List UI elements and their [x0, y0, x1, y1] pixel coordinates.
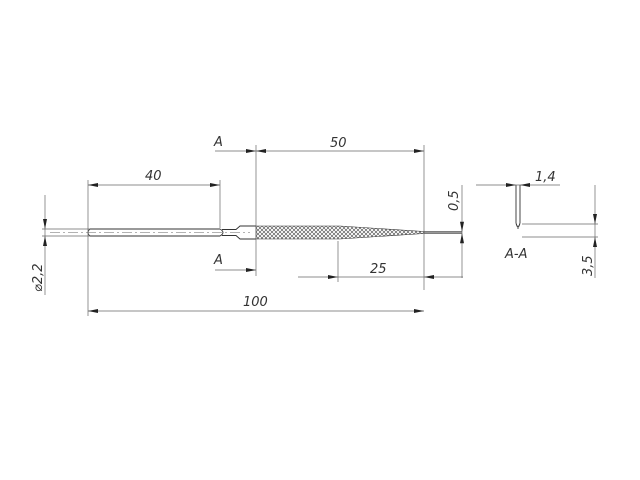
section-view: 1,4 3,5 A-A — [476, 170, 598, 278]
total-length-label: 100 — [243, 295, 268, 310]
section-view-label: A-A — [504, 247, 527, 262]
handle-length-dimension: 40 — [87, 169, 221, 316]
section-thickness-label: 1,4 — [535, 170, 556, 185]
section-marker-bottom: A — [213, 253, 223, 268]
tip-thickness-label: 0,5 — [447, 190, 462, 211]
diameter-dimension: ⌀2,2 — [31, 195, 90, 295]
taper-length-dimension: 25 — [298, 241, 463, 282]
cut-length-dimension: 50 — [256, 136, 425, 290]
diameter-label: ⌀2,2 — [31, 263, 46, 292]
section-marker-top: A — [213, 135, 223, 150]
section-width-label: 3,5 — [581, 255, 596, 276]
tip-thickness-dimension: 0,5 — [447, 185, 464, 278]
section-cut-markers: A A — [213, 135, 257, 276]
cut-length-label: 50 — [330, 136, 347, 151]
handle-length-label: 40 — [145, 169, 162, 184]
total-length-dimension: 100 — [88, 295, 424, 313]
taper-length-label: 25 — [370, 262, 387, 277]
